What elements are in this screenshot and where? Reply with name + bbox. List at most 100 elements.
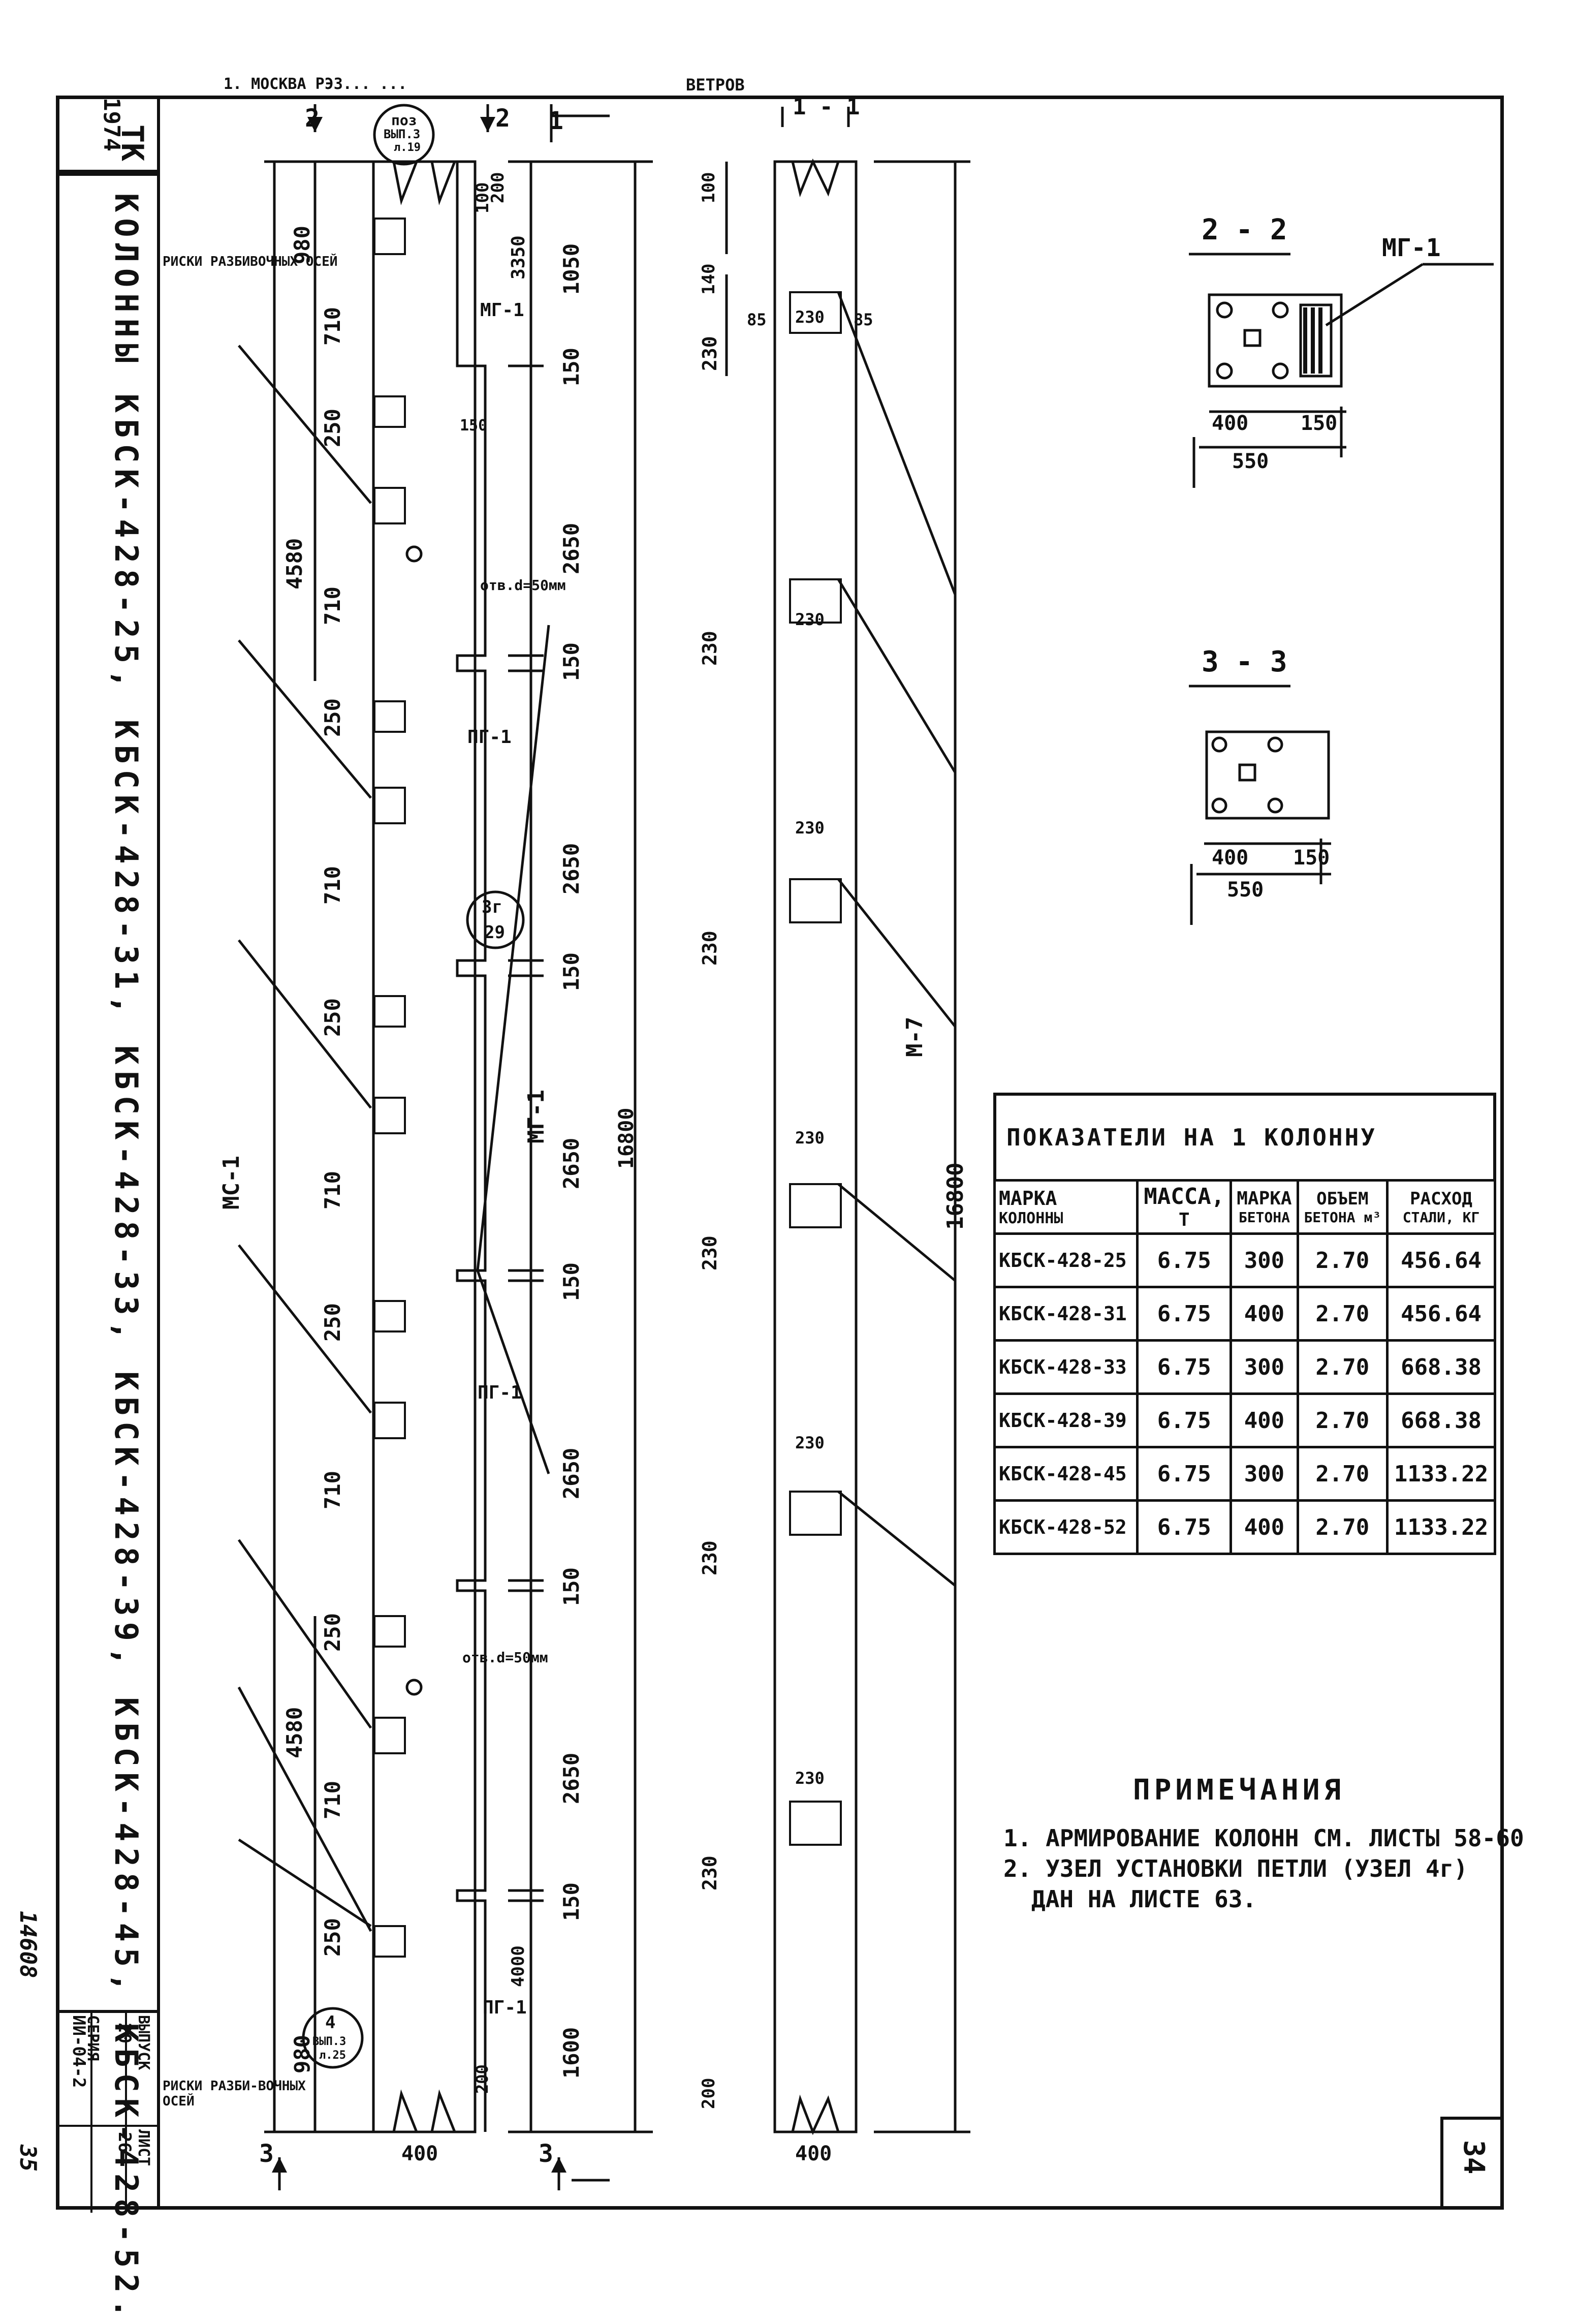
dim-200-bottom: 200 xyxy=(472,2064,492,2094)
table-cell: 1133.22 xyxy=(1386,1499,1496,1555)
note-2: 2. УЗЕЛ УСТАНОВКИ ПЕТЛИ (УЗЕЛ 4г) xyxy=(1003,1855,1468,1882)
table-cell: 300 xyxy=(1230,1232,1299,1288)
table-cell: 6.75 xyxy=(1136,1392,1233,1448)
node-3g-sheet: 29 xyxy=(484,922,505,943)
mg1-label-main: МГ-1 xyxy=(523,1090,549,1143)
table-title: ПОКАЗАТЕЛИ НА 1 КОЛОННУ xyxy=(1006,1124,1377,1151)
table-cell: 456.64 xyxy=(1386,1232,1496,1288)
cut-3-right: 3 xyxy=(539,2140,553,2168)
dim-150-console: 150 xyxy=(460,417,488,435)
header-line: РАСХОД xyxy=(1410,1188,1472,1209)
s11-dim-200-bottom: 200 xyxy=(699,2078,719,2109)
header-line: БЕТОНА xyxy=(1238,1209,1290,1226)
left-strip-header xyxy=(56,97,160,173)
table-cell: 6.75 xyxy=(1136,1339,1233,1395)
dim-4580-bottom: 4580 xyxy=(282,1707,307,1758)
s11-dim-85-r: 85 xyxy=(854,310,873,329)
table-row: КБСК-428-52 6.75 400 2.70 1133.22 xyxy=(993,1499,1496,1555)
s11-dim-230-h: 230 xyxy=(795,610,825,629)
dim-710: 710 xyxy=(320,1171,345,1210)
s11-dim-230-h: 230 xyxy=(795,307,825,327)
dim-980-top: 980 xyxy=(290,226,314,264)
s11-dim-230-h: 230 xyxy=(795,1433,825,1452)
node-top-sheet: л.19 xyxy=(394,141,421,154)
dim-2650: 2650 xyxy=(559,1447,584,1499)
table-cell: 300 xyxy=(1230,1339,1299,1395)
table-cell: 300 xyxy=(1230,1446,1299,1502)
notes-heading: ПРИМЕЧАНИЯ xyxy=(1133,1774,1345,1807)
column-outline xyxy=(372,160,477,2133)
tb-line xyxy=(125,2013,127,2213)
header-line: ОБЪЕМ xyxy=(1316,1188,1369,1209)
table-header-cell: МАССА,Т xyxy=(1136,1179,1233,1235)
s33-dim-400: 400 xyxy=(1212,846,1249,870)
s11-dim-100: 100 xyxy=(699,172,719,203)
table-cell: 6.75 xyxy=(1136,1446,1233,1502)
node-bottom-issue: ВЫП.3 xyxy=(312,2035,346,2048)
node-3g: 3г xyxy=(482,897,502,917)
table-row: КБСК-428-45 6.75 300 2.70 1133.22 xyxy=(993,1446,1496,1502)
mc1-label: МС-1 xyxy=(218,1156,244,1210)
cut-2-left: 2 xyxy=(305,104,320,133)
header-line: МАРКА xyxy=(999,1187,1057,1210)
s11-dim-230-h: 230 xyxy=(795,1769,825,1788)
dim-250: 250 xyxy=(320,409,345,447)
table-cell: 6.75 xyxy=(1136,1286,1233,1342)
s11-dim-230: 230 xyxy=(699,1855,721,1891)
dim-2650: 2650 xyxy=(559,522,584,574)
table-cell: КБСК-428-45 xyxy=(993,1446,1139,1502)
s22-dim-150: 150 xyxy=(1301,412,1338,435)
table-cell: 2.70 xyxy=(1296,1499,1389,1555)
table-cell: 6.75 xyxy=(1136,1499,1233,1555)
dim-2650: 2650 xyxy=(559,1137,584,1189)
table-cell: 400 xyxy=(1230,1286,1299,1342)
table-row: КБСК-428-25 6.75 300 2.70 456.64 xyxy=(993,1232,1496,1288)
dim-4580-top: 4580 xyxy=(282,538,307,590)
dim-2650: 2650 xyxy=(559,843,584,894)
table-cell: КБСК-428-31 xyxy=(993,1286,1139,1342)
s11-dim-140: 140 xyxy=(699,263,719,295)
dim-200: 200 xyxy=(488,172,508,203)
pg1-label-1: ПГ-1 xyxy=(467,727,512,748)
table-cell: 668.38 xyxy=(1386,1339,1496,1395)
dim-1050: 1050 xyxy=(559,243,584,295)
s11-dim-230: 230 xyxy=(699,631,721,666)
dim-400-left: 400 xyxy=(401,2142,438,2165)
table-cell: 2.70 xyxy=(1296,1446,1389,1502)
risks-label-bottom: РИСКИ РАЗБИ-ВОЧНЫХ ОСЕЙ xyxy=(163,2079,306,2109)
section-3-3 xyxy=(1205,730,1330,820)
table-cell: 400 xyxy=(1230,1499,1299,1555)
node-bottom: 4 xyxy=(325,2012,336,2033)
note-1: 1. АРМИРОВАНИЕ КОЛОНН СМ. ЛИСТЫ 58-60 xyxy=(1003,1824,1524,1852)
dim-710: 710 xyxy=(320,1471,345,1509)
node-bottom-sheet: л.25 xyxy=(319,2049,346,2062)
dim-710: 710 xyxy=(320,586,345,625)
cut-3-left: 3 xyxy=(259,2140,274,2168)
dim-150: 150 xyxy=(559,952,584,991)
table-cell: 2.70 xyxy=(1296,1286,1389,1342)
node-top-pos: поз xyxy=(391,112,417,129)
table-cell: 1133.22 xyxy=(1386,1446,1496,1502)
table-row: КБСК-428-39 6.75 400 2.70 668.38 xyxy=(993,1392,1496,1448)
dim-400-right: 400 xyxy=(795,2142,832,2165)
page-number-box: 34 xyxy=(1440,2117,1504,2210)
section-1-1-title: 1 - 1 xyxy=(793,94,860,120)
s11-dim-230-h: 230 xyxy=(795,1128,825,1148)
dim-710: 710 xyxy=(320,307,345,346)
section-2-2 xyxy=(1208,293,1343,388)
table-cell: 6.75 xyxy=(1136,1232,1233,1288)
dim-250: 250 xyxy=(320,998,345,1037)
header-line: МАРКА xyxy=(1237,1188,1292,1209)
dim-1600: 1600 xyxy=(559,2027,584,2079)
table-cell: 400 xyxy=(1230,1392,1299,1448)
hole-label-2: отв.d=50мм xyxy=(462,1649,548,1666)
s11-dim-85: 85 xyxy=(747,310,767,329)
dim-250: 250 xyxy=(320,1918,345,1957)
dim-16800-right: 16800 xyxy=(942,1162,968,1230)
table-cell: 668.38 xyxy=(1386,1392,1496,1448)
dim-3350: 3350 xyxy=(508,235,529,280)
dim-980-bottom: 980 xyxy=(290,2035,314,2073)
